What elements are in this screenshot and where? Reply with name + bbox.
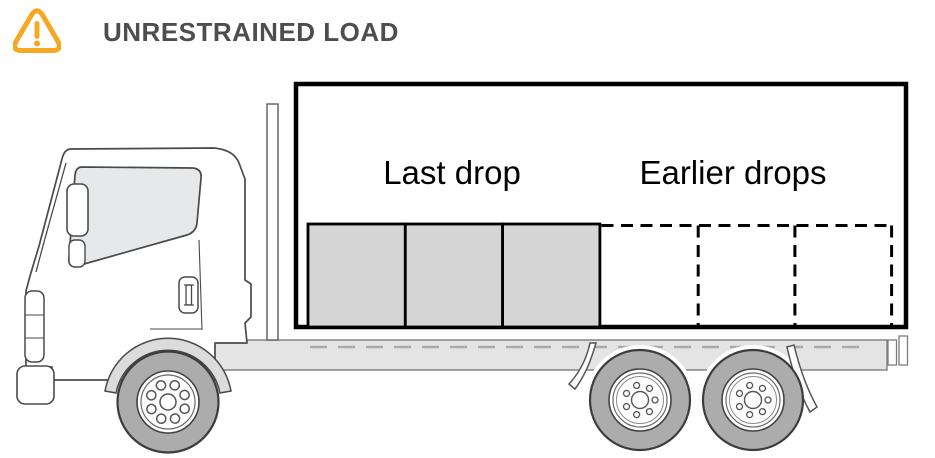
- dashed-load-outlines: [601, 224, 894, 326]
- dashed-load-outline-path: [601, 224, 894, 326]
- truck-bed: [198, 335, 909, 371]
- truck-cab: [16, 147, 252, 405]
- rear-wheel: [588, 348, 692, 452]
- side-mirror: [66, 183, 89, 237]
- page-title: UNRESTRAINED LOAD: [103, 16, 399, 47]
- truck-illustration: [16, 103, 909, 455]
- tail-post: [898, 335, 909, 366]
- earlier-drops-label: Earlier drops: [639, 154, 826, 191]
- front-bumper: [16, 365, 55, 405]
- cargo-area: Last drop Earlier drops: [293, 81, 909, 330]
- rear-wheel: [701, 348, 805, 452]
- last-drop-label: Last drop: [383, 154, 521, 191]
- warning-triangle-icon: [13, 8, 61, 53]
- solid-load-box: [501, 222, 602, 329]
- diagram-header: UNRESTRAINED LOAD: [13, 8, 399, 56]
- front-wheel: [116, 350, 220, 454]
- headlight: [24, 290, 45, 363]
- solid-load-box: [403, 222, 504, 329]
- solid-load-boxes: [306, 222, 602, 329]
- cab-window: [68, 166, 202, 268]
- headboard-post: [266, 103, 279, 341]
- tail-post: [887, 339, 898, 366]
- side-mirror-lower: [68, 239, 86, 268]
- door-handle: [178, 276, 199, 314]
- solid-load-box: [306, 222, 407, 329]
- mud-flap: [567, 342, 598, 391]
- front-fender: [104, 337, 232, 394]
- mud-flap: [786, 344, 818, 414]
